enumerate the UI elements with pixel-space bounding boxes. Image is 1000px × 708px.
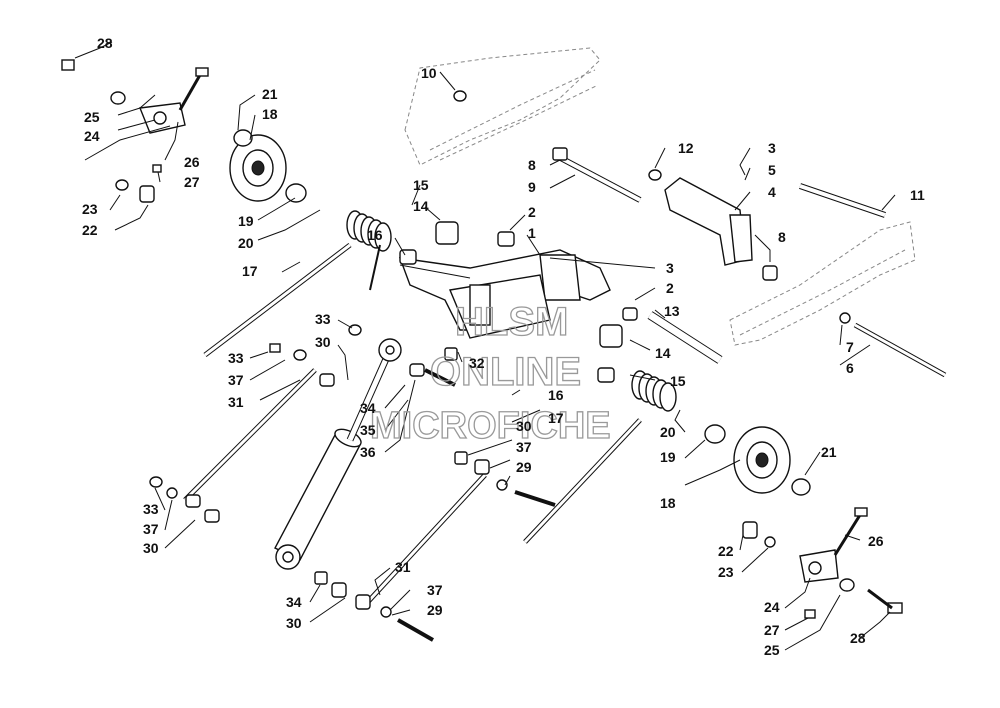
callout-14b: 14: [655, 345, 671, 361]
rail-outline-upper: [404, 47, 601, 166]
callout-4: 4: [768, 184, 776, 200]
callout-17: 17: [242, 263, 258, 279]
link-rod-31-left: [183, 368, 317, 502]
callout-14: 14: [413, 198, 429, 214]
adjuster-block-left: [139, 67, 209, 134]
callout-7: 7: [846, 339, 854, 355]
callout-21: 21: [262, 86, 278, 102]
shaft-11: [799, 183, 886, 218]
callout-9: 9: [528, 179, 536, 195]
callout-16: 16: [367, 227, 383, 243]
callout-27: 27: [184, 174, 200, 190]
callout-3: 3: [768, 140, 776, 156]
callout-23: 23: [82, 201, 98, 217]
callout-18: 18: [262, 106, 278, 122]
callout-26: 26: [184, 154, 200, 170]
callout-25b: 25: [764, 642, 780, 658]
rod-17-right: [523, 418, 642, 544]
callout-8: 8: [528, 157, 536, 173]
rail-outline-lower: [729, 221, 916, 346]
callout-12: 12: [678, 140, 694, 156]
shaft-9: [553, 152, 642, 203]
callout-31: 31: [228, 394, 244, 410]
adjuster-block-right: [799, 507, 868, 583]
callout-35: 35: [360, 422, 376, 438]
callout-34b: 34: [286, 594, 302, 610]
rod-17-left: [203, 243, 352, 357]
watermark-line-2: ONLINE: [430, 350, 581, 394]
callout-24b: 24: [764, 599, 780, 615]
bracket-4: [664, 177, 753, 266]
callout-11: 11: [910, 187, 925, 203]
callout-16b: 16: [548, 387, 564, 403]
callout-31b: 31: [395, 559, 411, 575]
callout-3b: 3: [666, 260, 674, 276]
callout-36: 36: [360, 444, 376, 460]
bolt-6: [853, 322, 947, 378]
callout-5: 5: [768, 162, 776, 178]
callout-37b: 37: [516, 439, 532, 455]
callout-20b: 20: [660, 424, 676, 440]
callout-labels: 28 25 24 26 27 23 22 21 18 19 20 17 16 1…: [82, 35, 925, 658]
callout-6: 6: [846, 360, 854, 376]
idler-wheel-left: [229, 129, 307, 203]
callout-29: 29: [516, 459, 532, 475]
callout-30: 30: [315, 334, 331, 350]
callout-30b: 30: [516, 418, 532, 434]
callout-21b: 21: [821, 444, 837, 460]
callout-30d: 30: [286, 615, 302, 631]
leader-lines: [74, 41, 896, 651]
small-hardware: [61, 59, 903, 642]
pivot-arm-1: [398, 249, 611, 339]
callout-15: 15: [413, 177, 429, 193]
link-rod-31-right: [363, 473, 487, 607]
watermark-line-1: HLSM: [455, 300, 568, 344]
callout-33: 33: [315, 311, 331, 327]
watermark: HLSM ONLINE MICROFICHE: [369, 299, 611, 447]
callout-28: 28: [97, 35, 113, 51]
callout-37d: 37: [427, 582, 443, 598]
callout-33b: 33: [228, 350, 244, 366]
callout-23b: 23: [718, 564, 734, 580]
callout-13: 13: [664, 303, 680, 319]
callout-20: 20: [238, 235, 254, 251]
callout-32: 32: [469, 355, 485, 371]
shaft-13: [647, 311, 723, 364]
callout-34: 34: [360, 400, 376, 416]
torsion-spring-right: [631, 370, 677, 412]
callout-1: 1: [528, 225, 536, 241]
shock-absorber-36: [274, 338, 402, 570]
callout-26b: 26: [868, 533, 884, 549]
callout-15b: 15: [670, 373, 686, 389]
callout-19: 19: [238, 213, 254, 229]
callout-28b: 28: [850, 630, 866, 646]
callout-10: 10: [421, 65, 437, 81]
callout-22b: 22: [718, 543, 734, 559]
callout-8b: 8: [778, 229, 786, 245]
callout-33c: 33: [143, 501, 159, 517]
callout-18b: 18: [660, 495, 676, 511]
torsion-spring-left: [346, 210, 392, 291]
callout-17b: 17: [548, 410, 564, 426]
callout-24: 24: [84, 128, 100, 144]
callout-27b: 27: [764, 622, 780, 638]
callout-25: 25: [84, 109, 100, 125]
callout-19b: 19: [660, 449, 676, 465]
callout-30c: 30: [143, 540, 159, 556]
watermark-line-3: MICROFICHE: [370, 405, 611, 447]
callout-2: 2: [528, 204, 536, 220]
idler-wheel-right: [704, 424, 811, 496]
callout-37: 37: [228, 372, 244, 388]
callout-37c: 37: [143, 521, 159, 537]
callout-29b: 29: [427, 602, 443, 618]
callout-2b: 2: [666, 280, 674, 296]
callout-22: 22: [82, 222, 98, 238]
